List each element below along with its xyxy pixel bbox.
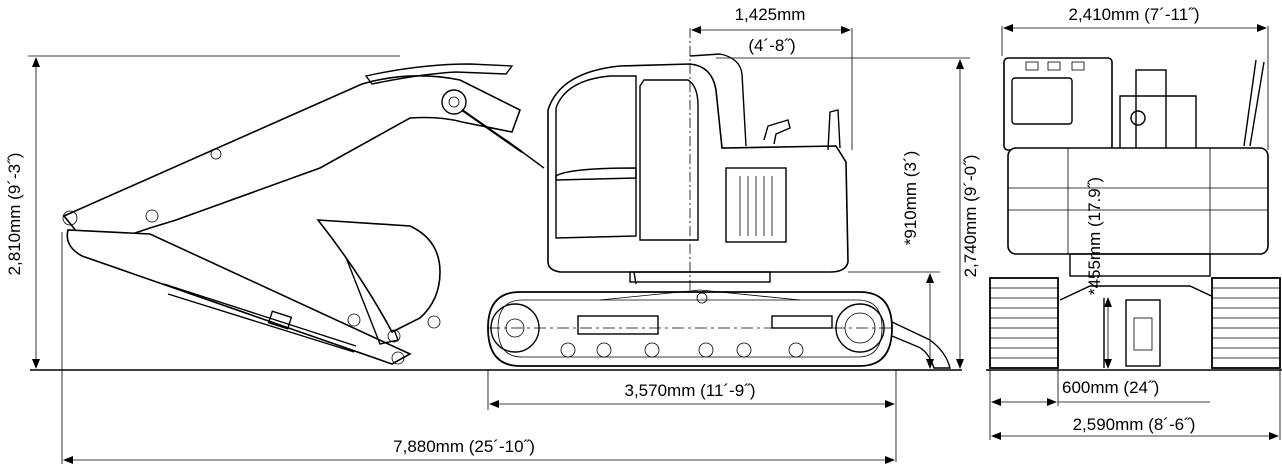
left-track-front (989, 277, 1059, 369)
right-track-front (1211, 277, 1281, 369)
dozer-blade-side (891, 321, 951, 369)
label-2740: 2,740mm (9´-0˝) (961, 155, 980, 278)
label-3570: 3,570mm (11´-9˝) (625, 381, 756, 400)
label-600: 600mm (24˝) (1062, 378, 1159, 397)
boom-arm-bucket (62, 63, 545, 365)
label-1425-mm: 1,425mm (735, 5, 806, 24)
track-rollers (560, 342, 804, 358)
label-2810: 2,810mm (9´-3˝) (5, 153, 24, 276)
upper-structure-side (547, 53, 849, 285)
label-1425-ft: (4´-8˝) (748, 36, 795, 55)
label-2410: 2,410mm (7´-11˝) (1069, 5, 1200, 24)
label-455: *455mm (17.9˝) (1085, 177, 1104, 295)
track-shoe-lines (990, 287, 1280, 359)
label-910: *910mm (3´) (901, 151, 920, 245)
engine-grille (739, 176, 773, 236)
label-2590: 2,590mm (8´-6˝) (1073, 415, 1196, 434)
excavator-front-view (989, 57, 1281, 369)
label-7880: 7,880mm (25´-10˝) (393, 437, 535, 456)
side-track-assembly (487, 289, 893, 367)
